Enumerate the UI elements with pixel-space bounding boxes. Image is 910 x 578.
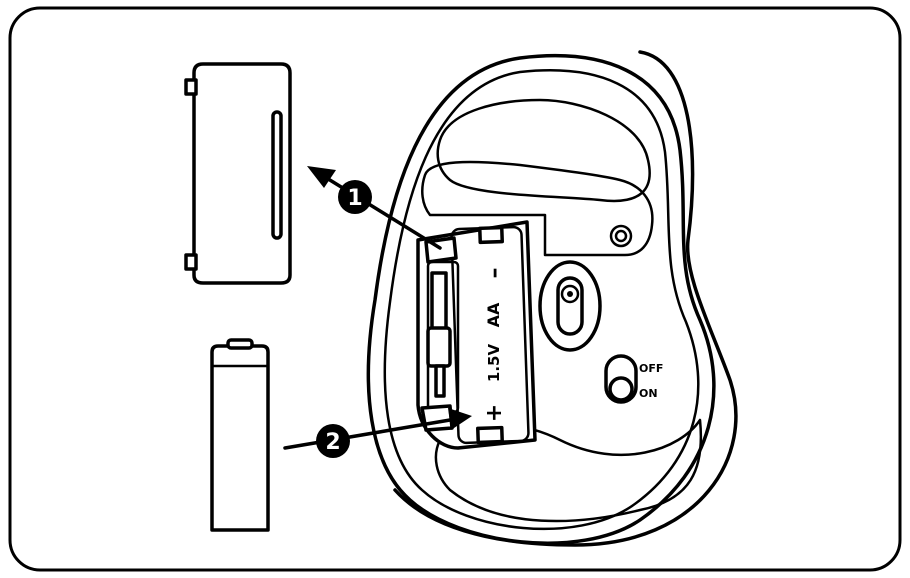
battery-compartment xyxy=(416,220,537,450)
switch-on-label: ON xyxy=(639,387,658,400)
minus-symbol: – xyxy=(482,268,507,279)
power-switch: OFF ON xyxy=(604,354,663,404)
aa-battery xyxy=(210,338,270,532)
step-2-number: 2 xyxy=(325,430,340,455)
step-1-number: 1 xyxy=(347,186,362,211)
battery-cover xyxy=(184,62,292,285)
switch-off-label: OFF xyxy=(639,362,663,375)
voltage-label: 1.5V xyxy=(485,344,503,383)
compartment-label: + 1.5V AA – xyxy=(482,268,507,423)
step-2-marker: 2 xyxy=(316,424,350,458)
optical-sensor xyxy=(538,260,602,352)
step-1-marker: 1 xyxy=(338,180,372,214)
battery-type-label: AA xyxy=(484,302,503,327)
plus-symbol: + xyxy=(482,404,507,422)
step-2-arrow xyxy=(283,408,472,450)
